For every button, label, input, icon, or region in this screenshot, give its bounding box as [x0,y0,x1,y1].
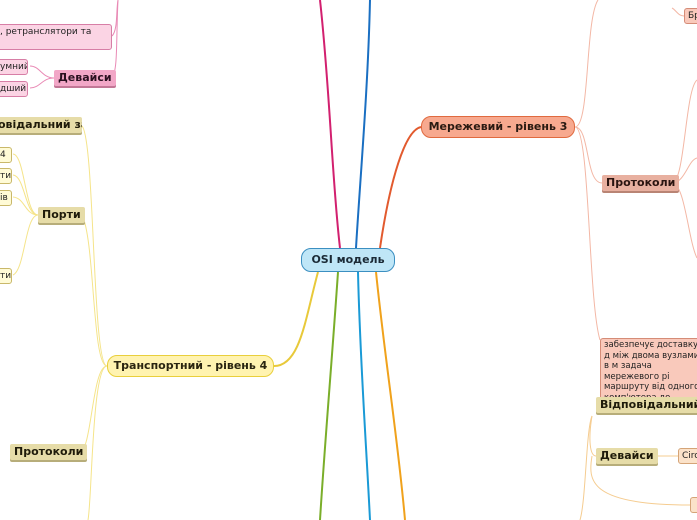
network-devices-label[interactable]: Девайси [596,448,658,464]
transport-protocols-label[interactable]: Протоколи [10,444,88,460]
transport-ports-label[interactable]: Порти [38,207,85,223]
network-bottom-leaf[interactable] [690,497,697,513]
network-responsible-label[interactable]: Відповідальний з [596,397,697,413]
transport-responsible-label[interactable]: овідальний за [0,117,82,133]
top-left-device-leaf[interactable]: умний [0,59,28,75]
network-protocols-label[interactable]: Протоколи [602,175,680,191]
top-left-note[interactable]: , ретранслятори та [0,24,112,50]
transport-layer-node[interactable]: Транспортний - рівень 4 [107,355,274,377]
port-leaf[interactable]: ів [0,190,12,206]
top-left-devices-label[interactable]: Девайси [54,70,116,86]
network-device-leaf[interactable]: Circ [678,448,697,464]
network-description: забезпечує доставку д між двома вузлами … [600,338,697,400]
port-leaf[interactable]: 4 [0,147,12,163]
top-left-device-leaf[interactable]: дший [0,81,28,97]
port-leaf[interactable]: ти [0,268,12,284]
network-top-leaf[interactable]: Бр [684,8,697,24]
port-leaf[interactable]: ти [0,168,12,184]
network-layer-node[interactable]: Мережевий - рівень 3 [421,116,575,138]
root-node[interactable]: OSI модель [301,248,395,272]
